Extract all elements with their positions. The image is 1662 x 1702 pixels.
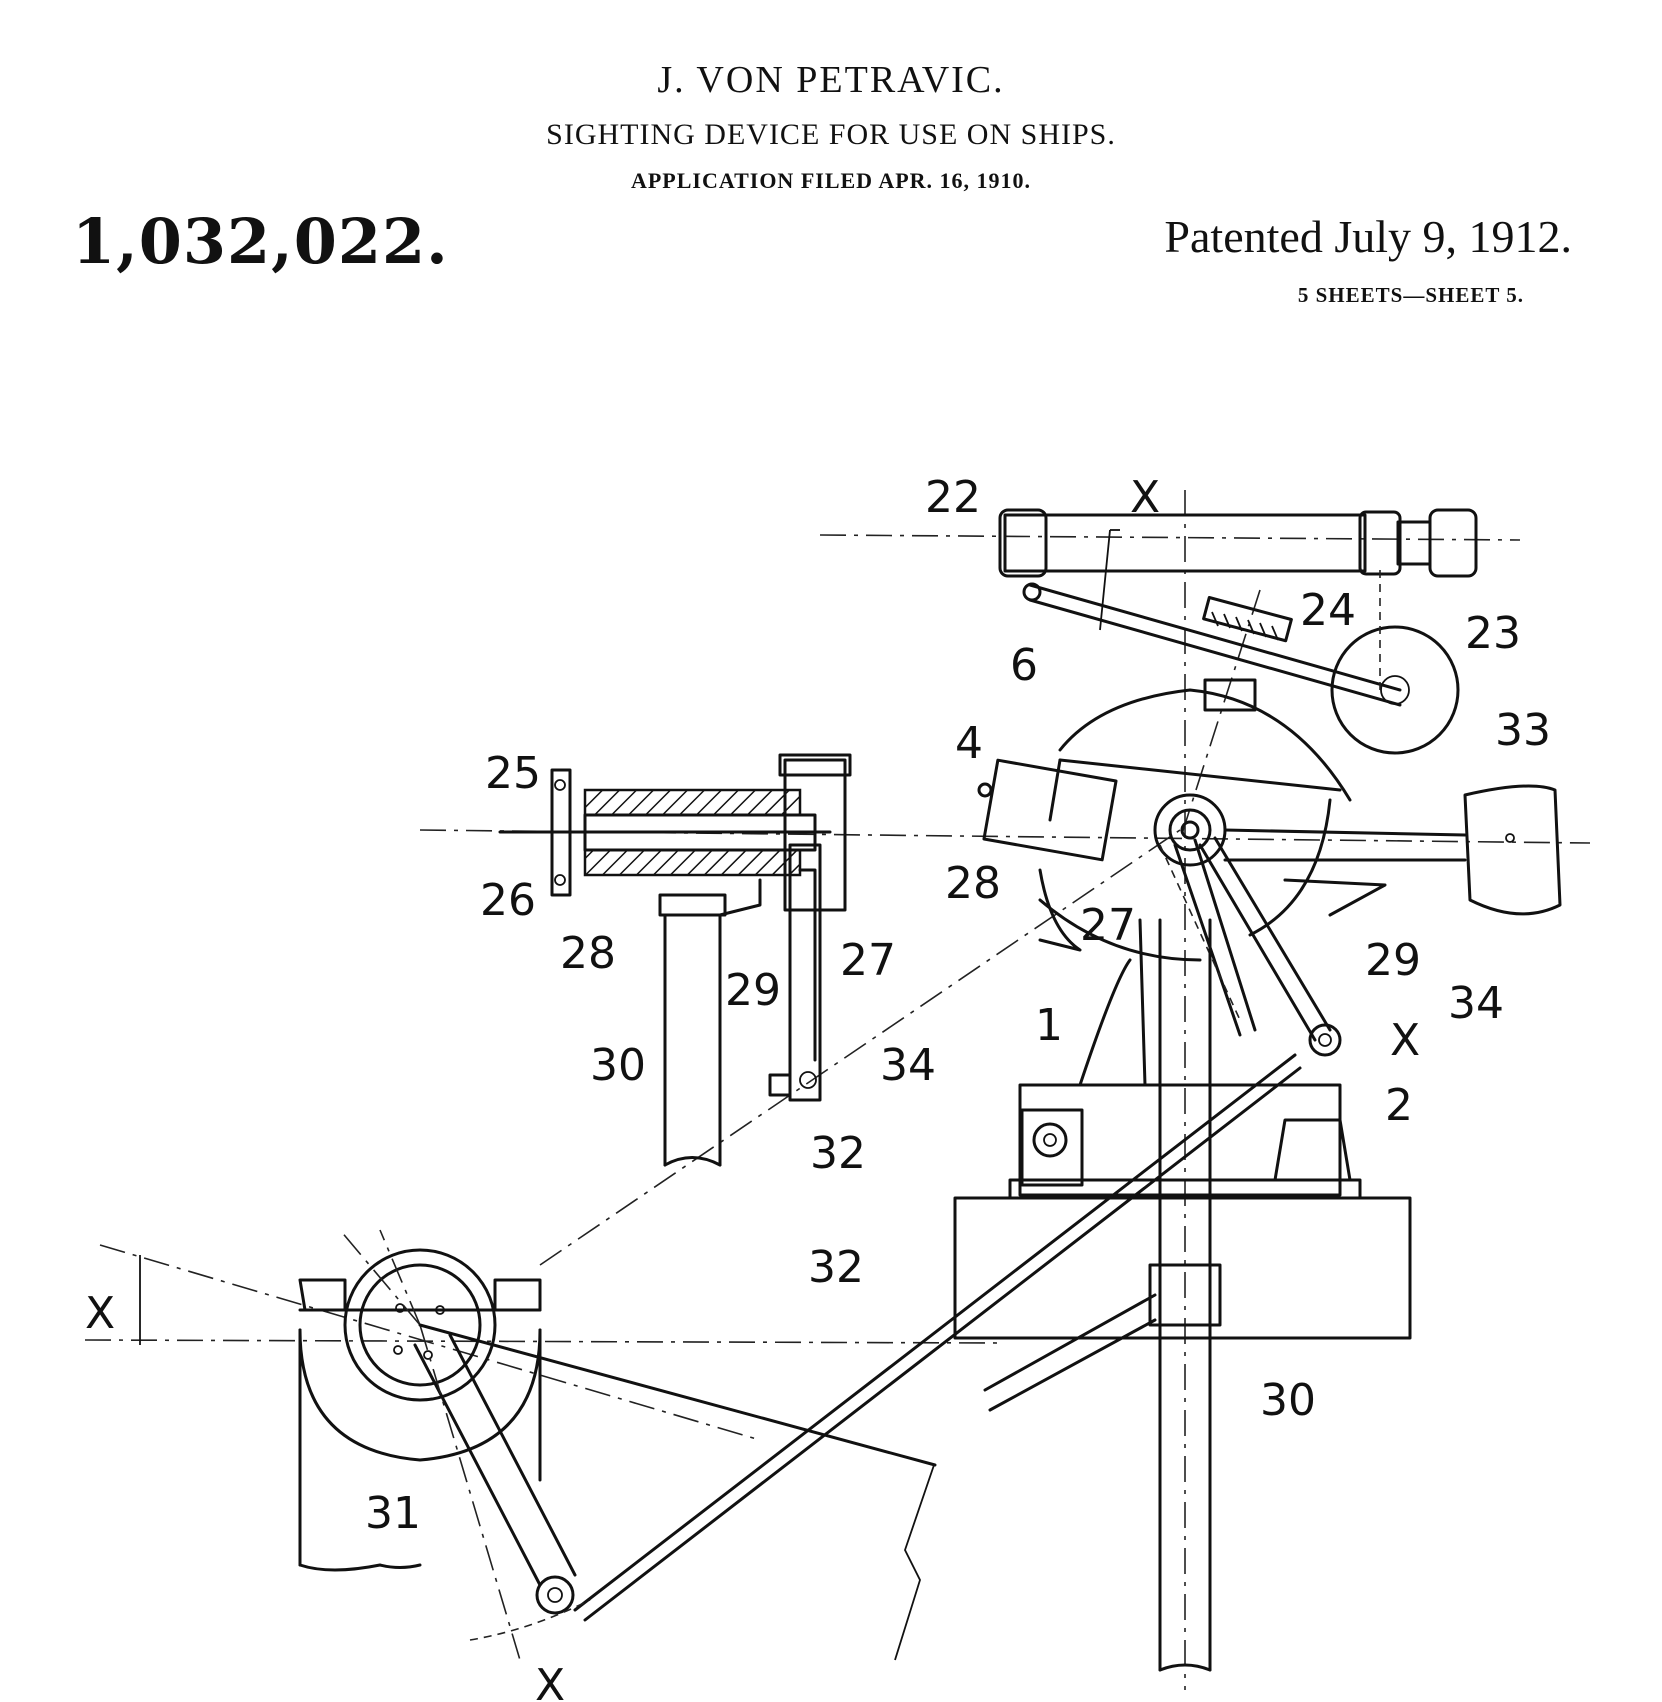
label-28b: 28 — [945, 858, 1001, 909]
label-4: 4 — [955, 718, 983, 769]
linkage — [1159, 836, 1342, 1057]
label-x-bottom: X — [535, 1660, 565, 1702]
telescope — [998, 508, 1478, 707]
label-6: 6 — [1010, 640, 1038, 691]
label-34a: 34 — [880, 1040, 936, 1091]
scale-and-handwheel — [1202, 570, 1460, 755]
patent-number: 1,032,022. — [72, 205, 449, 278]
label-22: 22 — [925, 472, 981, 523]
application-filed: APPLICATION FILED APR. 16, 1910. — [630, 168, 1032, 193]
reference-numerals: 22 X 24 23 6 33 4 25 26 28 28 27 27 29 2… — [85, 472, 1551, 1702]
label-27b: 27 — [1080, 900, 1136, 951]
label-25: 25 — [485, 748, 541, 799]
label-1: 1 — [1035, 1000, 1063, 1051]
label-27a: 27 — [840, 935, 896, 986]
counterweight — [1223, 784, 1562, 917]
sheet-count: 5 SHEETS—SHEET 5. — [1297, 283, 1524, 307]
label-24: 24 — [1300, 585, 1356, 636]
pedestal-base — [953, 918, 1412, 1340]
patented-date: Patented July 9, 1912. — [1164, 211, 1572, 262]
label-31: 31 — [365, 1488, 421, 1539]
label-23: 23 — [1465, 608, 1521, 659]
label-x-top: X — [1130, 472, 1160, 523]
label-30b: 30 — [1260, 1375, 1316, 1426]
column-right — [983, 918, 1222, 1672]
label-28a: 28 — [560, 928, 616, 979]
label-33: 33 — [1495, 705, 1551, 756]
label-32a: 32 — [810, 1128, 866, 1179]
center-lines — [84, 490, 1591, 1690]
patent-title: SIGHTING DEVICE FOR USE ON SHIPS. — [546, 118, 1116, 151]
label-29a: 29 — [725, 965, 781, 1016]
inventor-name: J. VON PETRAVIC. — [657, 59, 1005, 101]
label-x-right: X — [1390, 1015, 1420, 1066]
label-32b: 32 — [808, 1242, 864, 1293]
crank-bearing — [139, 1229, 937, 1661]
label-34b: 34 — [1448, 978, 1504, 1029]
connecting-rod — [573, 1053, 1302, 1622]
label-29b: 29 — [1365, 935, 1421, 986]
label-2: 2 — [1385, 1080, 1413, 1131]
sight-housing — [977, 678, 1352, 962]
label-x-left: X — [85, 1288, 115, 1339]
label-26: 26 — [480, 875, 536, 926]
label-30a: 30 — [590, 1040, 646, 1091]
sectional-detail — [498, 753, 852, 1167]
